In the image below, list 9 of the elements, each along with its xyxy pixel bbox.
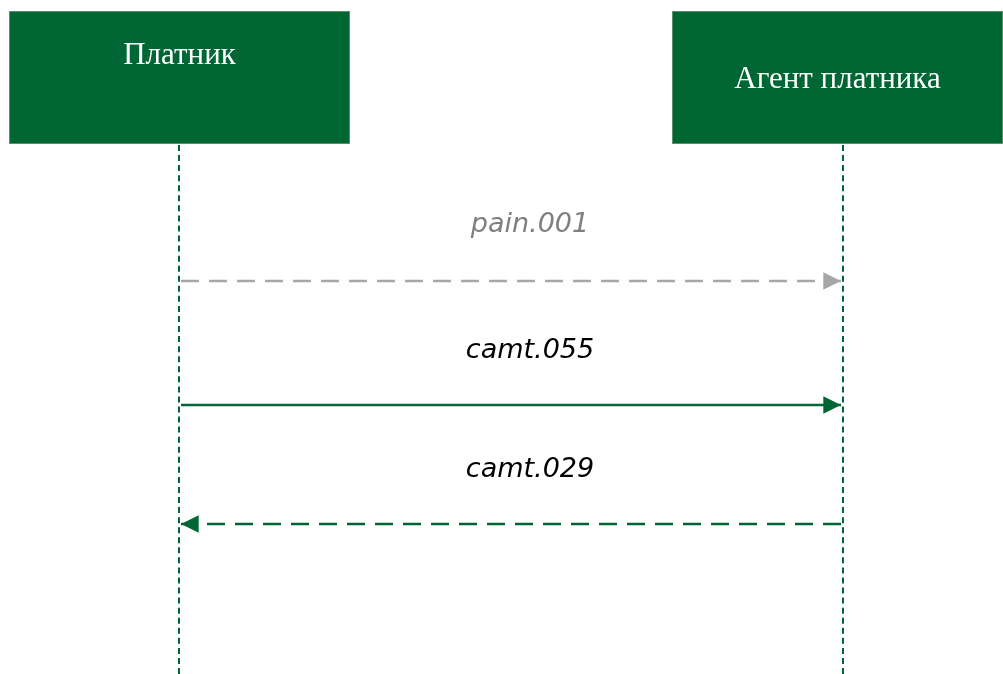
actor-label: Агент платника	[734, 59, 941, 96]
lifeline	[178, 145, 180, 674]
arrow	[181, 515, 841, 533]
arrow	[181, 272, 841, 290]
actor-box	[672, 11, 1003, 144]
arrow	[181, 396, 841, 414]
actor-box	[9, 11, 350, 144]
actor-label: Платник	[123, 36, 236, 72]
lifeline	[842, 145, 844, 674]
